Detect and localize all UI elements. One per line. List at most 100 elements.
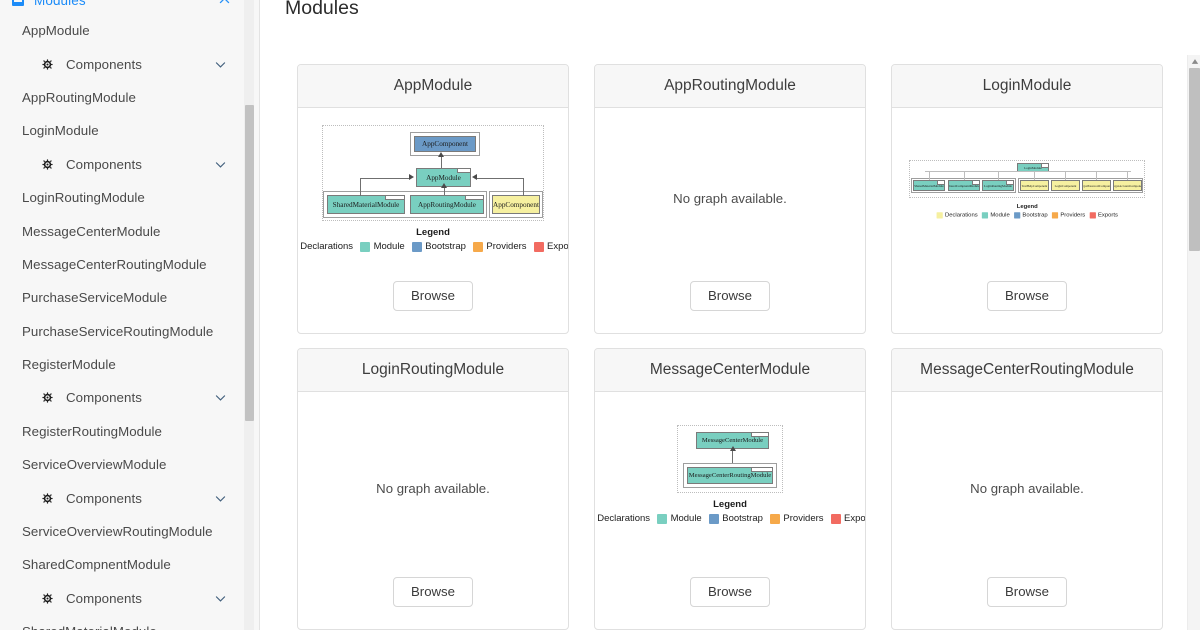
sidebar-section-modules[interactable]: Modules [0,0,245,14]
legend-item: Exports [1089,211,1118,219]
legend-item: Module [981,211,1010,219]
module-card-title: MessageCenterRoutingModule [892,349,1162,392]
graph-node-declaration: ForgotAccountComponent [1113,180,1142,191]
legend-label: Module [990,211,1010,219]
sidebar-item-label: MessageCenterModule [22,223,161,239]
sidebar-item-label: AppModule [22,23,90,39]
sidebar-subitem-components[interactable]: Components [0,582,245,615]
legend-item: Bootstrap [708,513,763,524]
browse-button[interactable]: Browse [690,280,770,311]
sidebar-item-serviceoverviewmodule[interactable]: ServiceOverviewModule [0,448,245,481]
cog-icon [42,58,53,70]
main-scrollbar[interactable] [1187,55,1200,630]
main-scrollbar-thumb[interactable] [1189,68,1200,251]
legend-label: Bootstrap [425,241,466,252]
sidebar-item-label: RegisterRoutingModule [22,423,163,439]
legend-label: Module [670,513,702,524]
sidebar-subitem-components[interactable]: Components [0,148,245,181]
legend-swatch [1013,211,1021,219]
sidebar-item-appmodule[interactable]: AppModule [0,14,245,47]
sidebar-item-loginmodule[interactable]: LoginModule [0,114,245,147]
sidebar-subitem-components[interactable]: Components [0,381,245,414]
chevron-down-icon[interactable] [214,492,227,505]
module-card-title: MessageCenterModule [595,349,865,392]
sidebar-scrollbar[interactable] [244,0,254,630]
no-graph-message: No graph available. [673,191,787,206]
sidebar-item-purchaseserviceroutingmodule[interactable]: PurchaseServiceRoutingModule [0,315,245,348]
legend-item: Declarations [298,241,353,252]
sidebar-item-label: PurchaseServiceModule [22,290,168,306]
legend-swatch [769,513,780,524]
legend-label: Declarations [944,211,978,219]
sidebar-scrollbar-thumb[interactable] [245,105,254,421]
sidebar-item-loginroutingmodule[interactable]: LoginRoutingModule [0,181,245,214]
sidebar-subitem-components[interactable]: Components [0,481,245,514]
legend-title: Legend [416,227,450,238]
sidebar-item-registerroutingmodule[interactable]: RegisterRoutingModule [0,415,245,448]
no-graph-message: No graph available. [376,481,490,496]
legend-label: Module [373,241,405,252]
sidebar-item-sharedcompnentmodule[interactable]: SharedCompnentModule [0,548,245,581]
sidebar-item-approutingmodule[interactable]: AppRoutingModule [0,81,245,114]
module-card-title: LoginModule [892,65,1162,108]
sidebar-item-messagecenterroutingmodule[interactable]: MessageCenterRoutingModule [0,248,245,281]
chevron-down-icon[interactable] [214,58,227,71]
graph-node-import: AppRoutingModule [410,195,484,214]
cog-icon [42,493,53,504]
sidebar-item-label: AppRoutingModule [22,89,136,105]
sidebar-item-purchaseservicemodule[interactable]: PurchaseServiceModule [0,281,245,314]
legend-title: Legend [1016,203,1038,210]
scroll-up-arrow-icon[interactable] [1188,55,1200,67]
legend-item: Declarations [595,513,651,524]
legend-swatch [708,513,719,524]
legend-item: Declarations [936,212,977,219]
sidebar-item-serviceoverviewroutingmodule[interactable]: ServiceOverviewRoutingModule [0,515,245,548]
legend-label: Providers [1060,211,1085,219]
browse-button[interactable]: Browse [393,280,473,311]
module-card-body: No graph available. Browse [298,392,568,629]
legend-label: Exports [844,513,866,524]
sidebar-item-messagecentermodule[interactable]: MessageCenterModule [0,214,245,247]
sidebar-subitem-label: Components [66,156,142,172]
legend-item: Exports [533,241,568,252]
module-card-title: LoginRoutingModule [298,349,568,392]
sidebar-subitem-components[interactable]: Components [0,47,245,80]
legend-label: Providers [783,513,824,524]
legend-item: Exports [830,513,866,524]
sidebar-item-label: LoginRoutingModule [22,190,145,206]
legend-swatch [981,211,988,219]
legend-item: Providers [1051,211,1085,219]
legend-item: Module [360,241,405,252]
sidebar-item-sharedmaterialmodule[interactable]: SharedMaterialModule [0,615,245,630]
browse-button[interactable]: Browse [987,576,1067,607]
browse-button[interactable]: Browse [393,576,473,607]
chevron-down-icon[interactable] [214,158,227,171]
legend-label: Bootstrap [722,513,763,524]
sidebar-item-registermodule[interactable]: RegisterModule [0,348,245,381]
legend-item: Bootstrap [1013,211,1047,219]
legend-swatch [360,241,371,252]
legend-label: Exports [1097,211,1118,219]
legend-label: Declarations [597,513,651,524]
sidebar-subitem-label: Components [66,56,142,72]
graph-node-import: SharedCompnentModule [947,180,980,191]
chevron-down-icon[interactable] [214,391,227,404]
graph-node-import: MessageCenterRoutingModule [687,467,773,484]
graph-node-import: SharedMaterialModule [913,180,945,191]
chevron-up-icon[interactable] [218,0,231,7]
legend-item: Bootstrap [411,241,466,252]
browse-button[interactable]: Browse [690,576,770,607]
legend-swatch [1051,211,1058,219]
browse-button[interactable]: Browse [987,280,1067,311]
module-card-title: AppModule [298,65,568,108]
chevron-down-icon[interactable] [214,592,227,605]
